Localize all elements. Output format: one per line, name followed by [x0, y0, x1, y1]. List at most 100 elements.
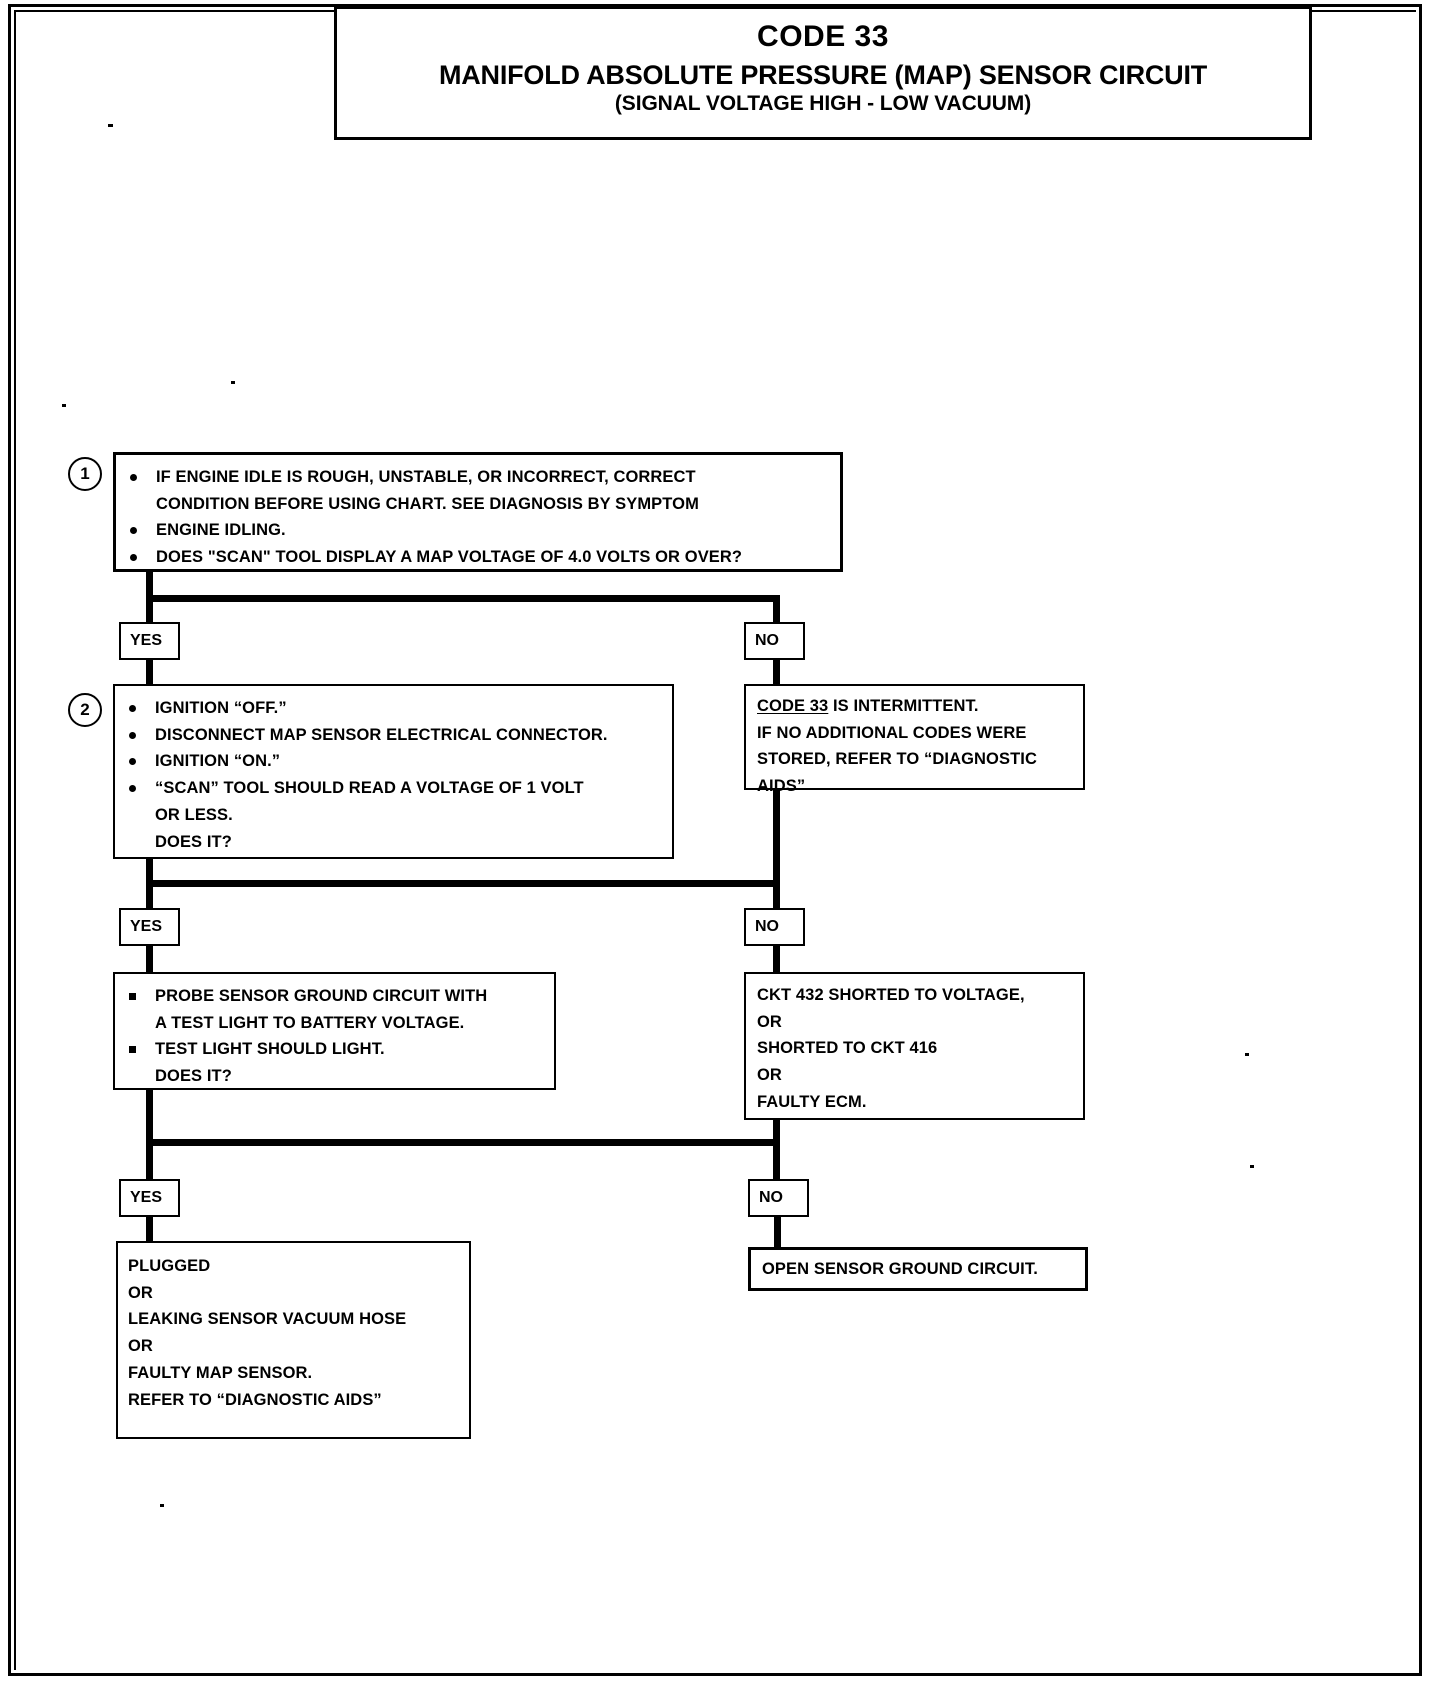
connector-bus-3	[146, 1139, 780, 1146]
probe-bullet-1: PROBE SENSOR GROUND CIRCUIT WITH	[125, 983, 554, 1010]
branch-yes-3: YES	[119, 1179, 180, 1217]
step-2-line-3: IGNITION “ON.”	[155, 752, 281, 771]
step-2-bullet-3: IGNITION “ON.”	[125, 748, 672, 775]
title-subtitle: (SIGNAL VOLTAGE HIGH - LOW VACUUM)	[614, 91, 1032, 115]
plugged-lines: PLUGGED OR LEAKING SENSOR VACUUM HOSE OR…	[128, 1253, 469, 1413]
connector-no1-down	[773, 660, 780, 684]
branch-no-1: NO	[744, 622, 805, 660]
branch-no-2-label: NO	[755, 918, 779, 935]
intermittent-line-3: STORED, REFER TO “DIAGNOSTIC	[757, 750, 1037, 769]
step-1-bullet-1-cont: CONDITION BEFORE USING CHART. SEE DIAGNO…	[126, 491, 840, 518]
page-border	[8, 4, 1422, 1676]
title-code: CODE 33	[757, 20, 889, 53]
ckt-line-2: OR	[757, 1012, 782, 1031]
step-2-line-2: DISCONNECT MAP SENSOR ELECTRICAL CONNECT…	[155, 725, 608, 744]
branch-no-3-label: NO	[759, 1189, 783, 1206]
step-2-line-1: IGNITION “OFF.”	[155, 699, 287, 717]
plugged-line-3: LEAKING SENSOR VACUUM HOSE	[128, 1310, 407, 1329]
step-1-bullet-1: IF ENGINE IDLE IS ROUGH, UNSTABLE, OR IN…	[126, 464, 840, 491]
ckt-shorted-box: CKT 432 SHORTED TO VOLTAGE, OR SHORTED T…	[744, 972, 1085, 1120]
step-2-line-4: “SCAN” TOOL SHOULD READ A VOLTAGE OF 1 V…	[155, 779, 584, 798]
probe-bullets: PROBE SENSOR GROUND CIRCUIT WITH A TEST …	[125, 983, 554, 1090]
title-block: CODE 33 MANIFOLD ABSOLUTE PRESSURE (MAP)…	[334, 6, 1312, 140]
scan-speck	[1250, 1165, 1254, 1168]
ckt-line-1: CKT 432 SHORTED TO VOLTAGE,	[757, 986, 1025, 1004]
connector-yes2-down	[146, 946, 153, 972]
intermittent-lines: CODE 33 IS INTERMITTENT. IF NO ADDITIONA…	[757, 693, 1083, 800]
step-1-label: 1	[80, 464, 90, 483]
connector-step1-down	[146, 572, 153, 600]
intermittent-box: CODE 33 IS INTERMITTENT. IF NO ADDITIONA…	[744, 684, 1085, 795]
plugged-line-5: FAULTY MAP SENSOR.	[128, 1363, 313, 1382]
step-2-label: 2	[80, 700, 90, 719]
step-1-line-3: ENGINE IDLING.	[156, 521, 286, 540]
probe-line-4: DOES IT?	[155, 1067, 232, 1086]
step-2-line-5: OR LESS.	[155, 805, 233, 824]
intermittent-line-1-rest: IS INTERMITTENT.	[828, 697, 979, 715]
step-2-bullets: IGNITION “OFF.” DISCONNECT MAP SENSOR EL…	[125, 695, 672, 855]
connector-step2-down	[146, 859, 153, 887]
connector-bus-1-left-down	[146, 595, 153, 623]
plugged-line-1: PLUGGED	[128, 1257, 211, 1275]
scan-speck	[1245, 1053, 1249, 1056]
probe-ground-box: PROBE SENSOR GROUND CIRCUIT WITH A TEST …	[113, 972, 556, 1090]
connector-bus-1-right-down	[773, 595, 780, 623]
branch-no-3: NO	[748, 1179, 809, 1217]
scan-speck	[62, 404, 66, 407]
connector-bus2-left-down	[146, 880, 153, 908]
probe-line-3: TEST LIGHT SHOULD LIGHT.	[155, 1040, 385, 1059]
probe-line-1: PROBE SENSOR GROUND CIRCUIT WITH	[155, 987, 488, 1005]
step-1-line-1: IF ENGINE IDLE IS ROUGH, UNSTABLE, OR IN…	[156, 468, 696, 486]
plugged-line-4: OR	[128, 1337, 153, 1356]
branch-yes-1: YES	[119, 622, 180, 660]
connector-yes3-down	[146, 1217, 153, 1241]
connector-no1-continue	[773, 790, 780, 910]
intermittent-line-1: CODE 33 IS INTERMITTENT.	[757, 693, 1083, 720]
branch-yes-2-label: YES	[130, 918, 163, 935]
connector-probe-down	[146, 1090, 153, 1146]
step-2-bullet-1: IGNITION “OFF.”	[125, 695, 672, 722]
step-2-bullet-4-cont: OR LESS.	[125, 802, 672, 829]
ckt-line-3: SHORTED TO CKT 416	[757, 1039, 938, 1058]
step-1-bullets: IF ENGINE IDLE IS ROUGH, UNSTABLE, OR IN…	[126, 464, 840, 571]
step-1-bullet-3: DOES "SCAN" TOOL DISPLAY A MAP VOLTAGE O…	[126, 544, 840, 571]
step-2-box: IGNITION “OFF.” DISCONNECT MAP SENSOR EL…	[113, 684, 674, 859]
step-1-box: IF ENGINE IDLE IS ROUGH, UNSTABLE, OR IN…	[113, 452, 843, 572]
title-main: MANIFOLD ABSOLUTE PRESSURE (MAP) SENSOR …	[438, 59, 1208, 90]
intermittent-line-4: AIDS”	[757, 777, 806, 796]
step-number-1: 1	[68, 457, 102, 491]
branch-yes-3-label: YES	[130, 1189, 163, 1206]
plugged-line-2: OR	[128, 1283, 153, 1302]
ckt-lines: CKT 432 SHORTED TO VOLTAGE, OR SHORTED T…	[757, 982, 1083, 1116]
step-2-bullet-2: DISCONNECT MAP SENSOR ELECTRICAL CONNECT…	[125, 722, 672, 749]
connector-yes1-down	[146, 660, 153, 684]
code-33-underlined: CODE 33	[757, 697, 829, 715]
step-2-line-6: DOES IT?	[155, 832, 232, 851]
probe-question: DOES IT?	[125, 1063, 554, 1090]
connector-no2-down	[773, 946, 780, 972]
intermittent-line-2: IF NO ADDITIONAL CODES WERE	[757, 723, 1027, 742]
step-number-2: 2	[68, 693, 102, 727]
connector-bus-2	[146, 880, 780, 887]
scan-speck	[108, 124, 113, 127]
step-1-bullet-2: ENGINE IDLING.	[126, 517, 840, 544]
probe-bullet-2: TEST LIGHT SHOULD LIGHT.	[125, 1036, 554, 1063]
branch-no-1-label: NO	[755, 632, 779, 649]
step-1-line-2: CONDITION BEFORE USING CHART. SEE DIAGNO…	[156, 494, 699, 513]
open-ground-box: OPEN SENSOR GROUND CIRCUIT.	[748, 1247, 1088, 1291]
ckt-line-4: OR	[757, 1066, 782, 1085]
open-ground-line-1: OPEN SENSOR GROUND CIRCUIT.	[762, 1260, 1038, 1278]
step-2-bullet-4: “SCAN” TOOL SHOULD READ A VOLTAGE OF 1 V…	[125, 775, 672, 802]
connector-bus3-left-down	[146, 1139, 153, 1179]
plugged-box: PLUGGED OR LEAKING SENSOR VACUUM HOSE OR…	[116, 1241, 471, 1439]
step-2-question: DOES IT?	[125, 829, 672, 856]
probe-bullet-1-cont: A TEST LIGHT TO BATTERY VOLTAGE.	[125, 1010, 554, 1037]
connector-bus3-right-down	[773, 1139, 780, 1179]
ckt-line-5: FAULTY ECM.	[757, 1092, 867, 1111]
plugged-line-6: REFER TO “DIAGNOSTIC AIDS”	[128, 1390, 382, 1409]
scan-speck	[231, 381, 235, 384]
scan-speck	[160, 1504, 164, 1507]
branch-yes-1-label: YES	[130, 632, 163, 649]
branch-yes-2: YES	[119, 908, 180, 946]
